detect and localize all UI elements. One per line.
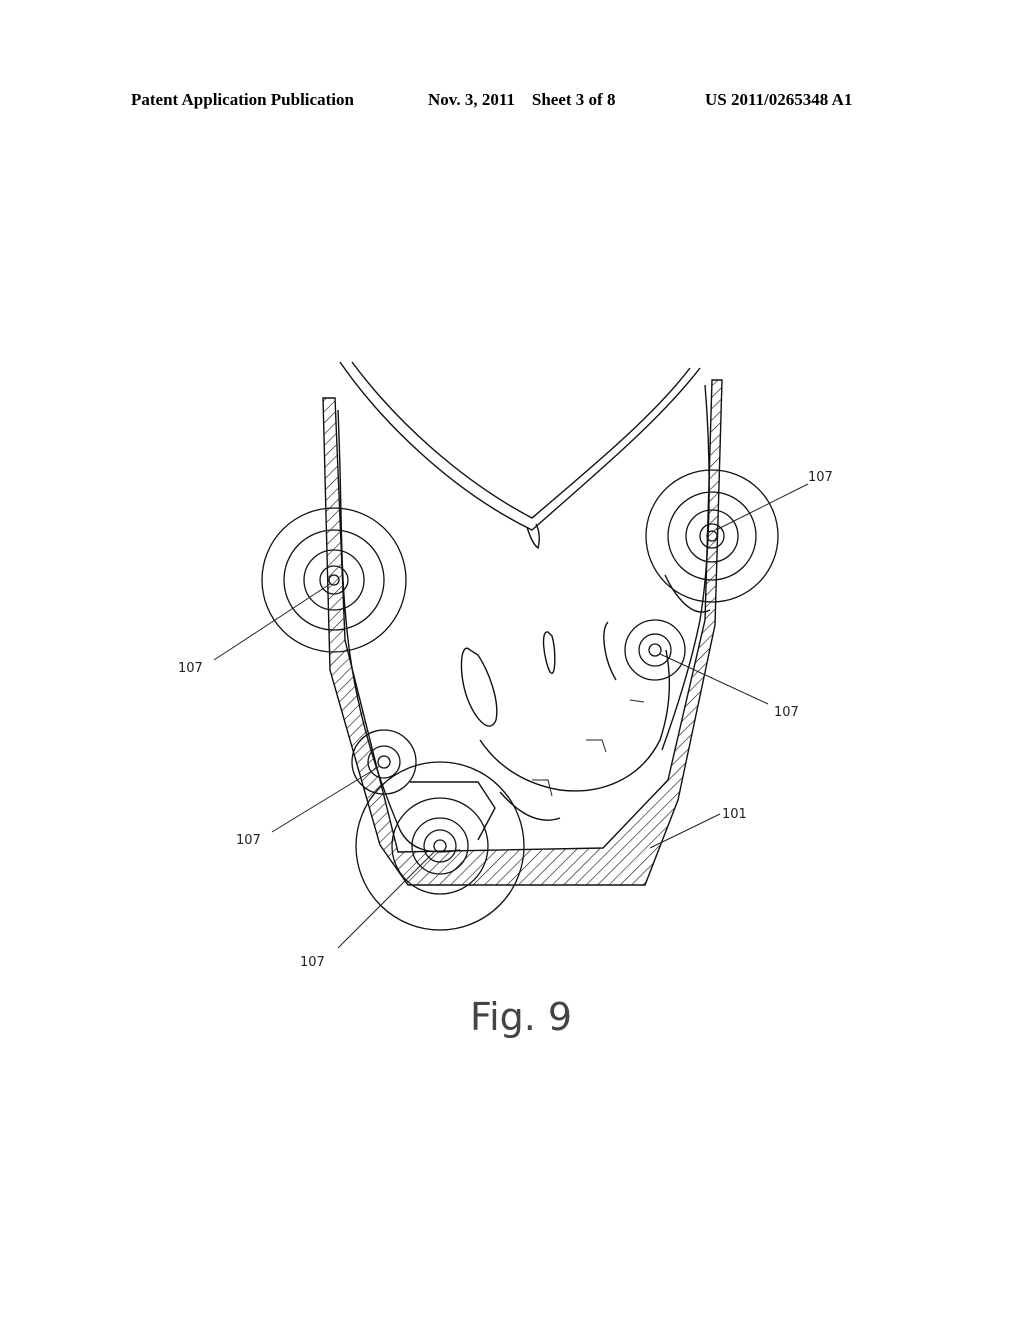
inner-liner [337, 409, 461, 853]
toe-nail-1 [532, 779, 553, 797]
foot-outline [479, 649, 671, 792]
toe-2 [542, 631, 556, 675]
leader-107-top-right [715, 483, 809, 531]
publication-number: US 2011/0265348 A1 [705, 90, 853, 109]
ref-107-right-middle: 107 [774, 705, 799, 720]
figure-caption: Fig. 9 [470, 995, 572, 1039]
leader-107-left-lower [271, 765, 381, 833]
toe-3 [603, 621, 617, 681]
ankle-opening-outer [339, 361, 701, 531]
inner-liner-right [661, 384, 710, 751]
toe-1 [460, 647, 498, 727]
coil-element-right-middle [624, 619, 686, 681]
leader-107-right-middle [659, 653, 769, 705]
coil-element-left-lower [351, 729, 417, 795]
ref-107-left-upper: 107 [178, 661, 203, 676]
toe-nail-2 [586, 739, 607, 753]
coil-element-top-right [645, 469, 779, 603]
coil-element-bottom [355, 761, 525, 931]
publication-date-sheet: Nov. 3, 2011 Sheet 3 of 8 [428, 90, 616, 109]
ref-107-left-lower: 107 [236, 833, 261, 848]
casing-wall [322, 379, 723, 886]
bottom-coil-frame [410, 781, 496, 841]
ankle-opening-inner [351, 361, 691, 519]
leader-107-left-upper [213, 583, 331, 661]
ref-107-bottom: 107 [300, 955, 325, 970]
ankle-notch [526, 523, 541, 550]
coil-element-left-upper [261, 507, 407, 653]
leader-101 [649, 813, 721, 849]
leader-107-bottom [337, 849, 437, 949]
toe-nail-3 [629, 699, 645, 703]
ref-107-top-right: 107 [808, 470, 833, 485]
foot-sole-line [499, 791, 561, 821]
publication-type: Patent Application Publication [131, 90, 354, 109]
heel-curve [664, 574, 711, 613]
ref-101: 101 [722, 807, 747, 822]
page-header: Patent Application Publication Nov. 3, 2… [0, 90, 1024, 114]
